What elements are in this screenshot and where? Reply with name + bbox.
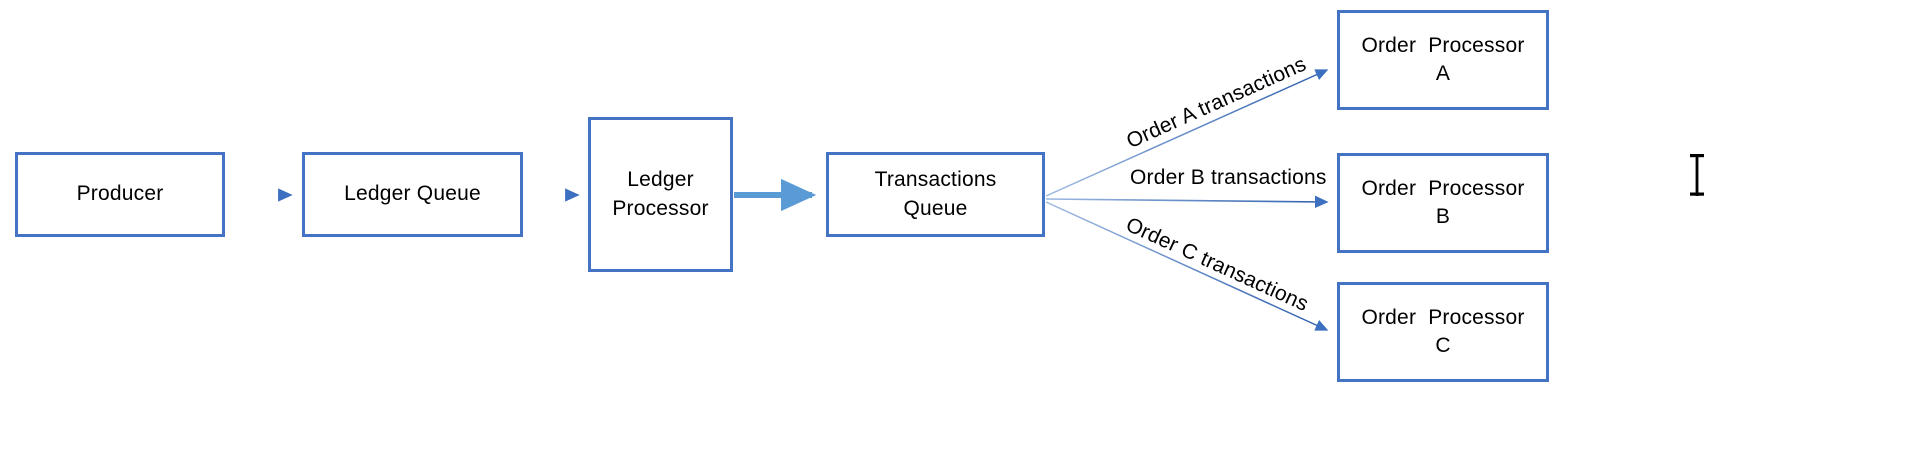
edge-label-order-a-transactions: Order A transactions xyxy=(1123,52,1310,154)
node-order-processor-c-label-line2: C xyxy=(1435,334,1451,357)
node-order-processor-b[interactable]: Order Processor B xyxy=(1337,153,1549,253)
node-transactions-queue-label-line2: Queue xyxy=(903,196,968,220)
node-producer-label: Producer xyxy=(76,182,164,206)
connector-transactions-queue-to-order-b xyxy=(1045,195,1329,209)
node-producer[interactable]: Producer xyxy=(15,152,225,237)
node-transactions-queue-label-line1: Transactions xyxy=(874,168,997,192)
ibeam-icon xyxy=(1690,154,1704,196)
node-order-processor-c[interactable]: Order Processor C xyxy=(1337,282,1549,382)
node-order-processor-a[interactable]: Order Processor A xyxy=(1337,10,1549,110)
node-order-processor-c-label-line1: Order Processor xyxy=(1361,305,1525,329)
edge-label-order-b-transactions: Order B transactions xyxy=(1130,166,1327,189)
node-order-processor-a-label-line2: A xyxy=(1435,62,1451,85)
node-ledger-queue-label: Ledger Queue xyxy=(344,182,481,206)
edge-label-order-c-transactions: Order C transactions xyxy=(1122,213,1312,317)
node-order-processor-b-label-line2: B xyxy=(1435,205,1451,228)
node-ledger-processor-label-line1: Ledger xyxy=(627,168,694,192)
node-transactions-queue[interactable]: Transactions Queue xyxy=(826,152,1045,237)
node-ledger-processor-label-line2: Processor xyxy=(612,196,709,220)
node-order-processor-b-label-line1: Order Processor xyxy=(1361,176,1525,200)
node-ledger-processor[interactable]: Ledger Processor xyxy=(588,117,733,272)
text-ibeam-cursor xyxy=(1686,152,1708,203)
connector-transactions-queue-to-order-c xyxy=(1045,201,1329,331)
node-ledger-queue[interactable]: Ledger Queue xyxy=(302,152,523,237)
node-order-processor-a-label-line1: Order Processor xyxy=(1361,33,1525,57)
